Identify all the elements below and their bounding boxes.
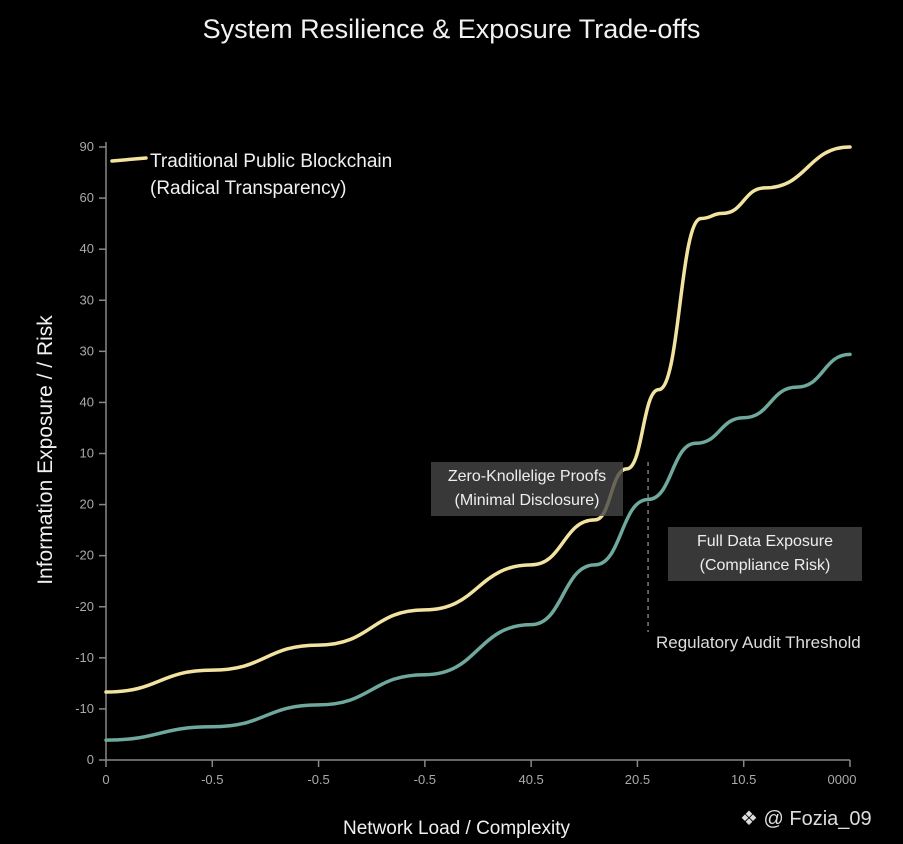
y-tick-label: -10 — [75, 701, 94, 716]
x-tick-label: -0.5 — [307, 772, 329, 787]
legend: Traditional Public Blockchain (Radical T… — [150, 148, 392, 202]
y-tick-label: 30 — [80, 292, 94, 307]
y-tick-label: -10 — [75, 650, 94, 665]
legend-label-line1: Traditional Public Blockchain — [150, 151, 393, 172]
x-tick-label: 40.5 — [518, 772, 543, 787]
x-tick-label: -0.5 — [201, 772, 223, 787]
annotation-line: (Compliance Risk) — [699, 557, 831, 574]
watermark: ❖ @ Fozia_09 — [740, 806, 872, 831]
y-tick-label: 40 — [80, 241, 94, 256]
x-axis-label: Network Load / Complexity — [343, 818, 571, 839]
x-tick-label: 0000 — [828, 772, 857, 787]
series-line-1 — [104, 352, 852, 742]
x-tick-label: -0.5 — [414, 772, 436, 787]
y-tick-label: 60 — [80, 190, 94, 205]
y-tick-label: 10 — [80, 446, 94, 461]
x-tick-label: 0 — [102, 772, 109, 787]
y-tick-label: -20 — [75, 548, 94, 563]
y-tick-label: 30 — [80, 343, 94, 358]
annotation-zero-knowledge: Zero-Knollelige Proofs (Minimal Disclosu… — [431, 462, 623, 516]
watermark-text: @ Fozia_09 — [763, 808, 872, 830]
y-tick-label: 90 — [80, 139, 94, 154]
y-tick-label: 0 — [87, 752, 94, 767]
diamond-logo-icon: ❖ — [740, 808, 764, 830]
y-tick-label: 40 — [80, 394, 94, 409]
legend-swatch — [110, 156, 148, 163]
annotation-full-data-exposure: Full Data Exposure (Compliance Risk) — [668, 527, 862, 581]
annotation-regulatory-threshold: Regulatory Audit Threshold — [656, 633, 861, 652]
legend-label-line2: (Radical Transparency) — [150, 178, 347, 199]
y-axis-label: Information Exposure / / Risk — [34, 315, 57, 585]
y-tick-label: 20 — [80, 497, 94, 512]
y-tick-label: -20 — [75, 599, 94, 614]
x-tick-label: 10.5 — [731, 772, 756, 787]
chart-title: System Resilience & Exposure Trade-offs — [202, 14, 701, 44]
annotation-line: (Minimal Disclosure) — [454, 492, 600, 509]
annotation-line: Full Data Exposure — [696, 533, 834, 550]
annotation-line: Zero-Knollelige Proofs — [447, 468, 607, 485]
x-tick-label: 20.5 — [625, 772, 650, 787]
